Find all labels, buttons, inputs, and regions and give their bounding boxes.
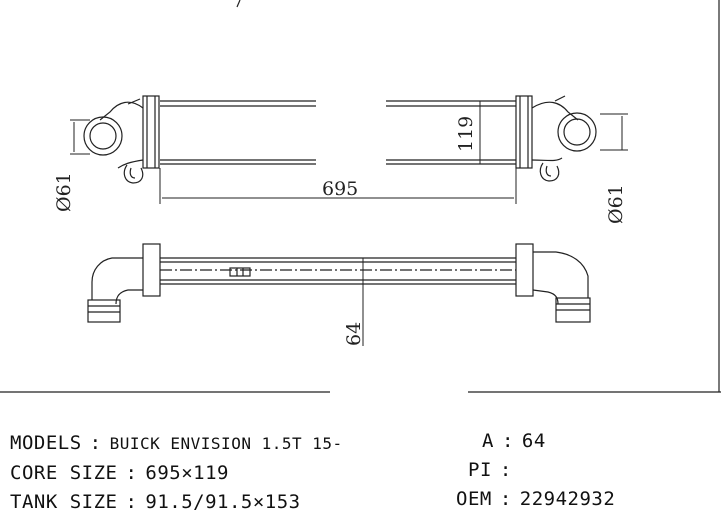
spec-value: 64 (521, 430, 546, 452)
dimension-length: 695 (322, 178, 358, 200)
spec-separator: : (125, 491, 138, 513)
dimension-outlet-diameter: Ø61 (605, 184, 627, 224)
intercooler-top-view (83, 95, 597, 184)
spec-value: 91.5/91.5×153 (145, 491, 301, 513)
spec-separator: : (125, 462, 138, 484)
spec-oem: OEM:22942932 (456, 488, 615, 510)
spec-separator: : (499, 459, 512, 481)
spec-a: A:64 (482, 430, 546, 452)
spec-label: PI (468, 459, 492, 481)
drawing-frame (0, 0, 721, 393)
spec-label: A (482, 430, 494, 452)
spec-label: TANK SIZE (10, 491, 118, 513)
spec-separator: : (499, 488, 512, 510)
spec-separator: : (89, 432, 102, 454)
spec-label: MODELS (10, 432, 82, 454)
dimension-depth: 64 (343, 322, 365, 346)
intercooler-side-view (87, 243, 591, 323)
spec-value: BUICK ENVISION 1.5T 15- (109, 434, 343, 453)
dimension-lines (70, 101, 628, 346)
spec-separator: : (501, 430, 514, 452)
spec-models: MODELS: BUICK ENVISION 1.5T 15- (10, 432, 343, 454)
spec-core-size: CORE SIZE:695×119 (10, 462, 229, 484)
spec-pi: PI: (468, 459, 520, 481)
dimension-inlet-diameter: Ø61 (53, 172, 75, 212)
spec-label: OEM (456, 488, 492, 510)
spec-label: CORE SIZE (10, 462, 118, 484)
spec-value: 695×119 (145, 462, 229, 484)
dimension-core-height: 119 (455, 116, 477, 152)
spec-tank-size: TANK SIZE:91.5/91.5×153 (10, 491, 301, 513)
spec-value: 22942932 (519, 488, 616, 510)
